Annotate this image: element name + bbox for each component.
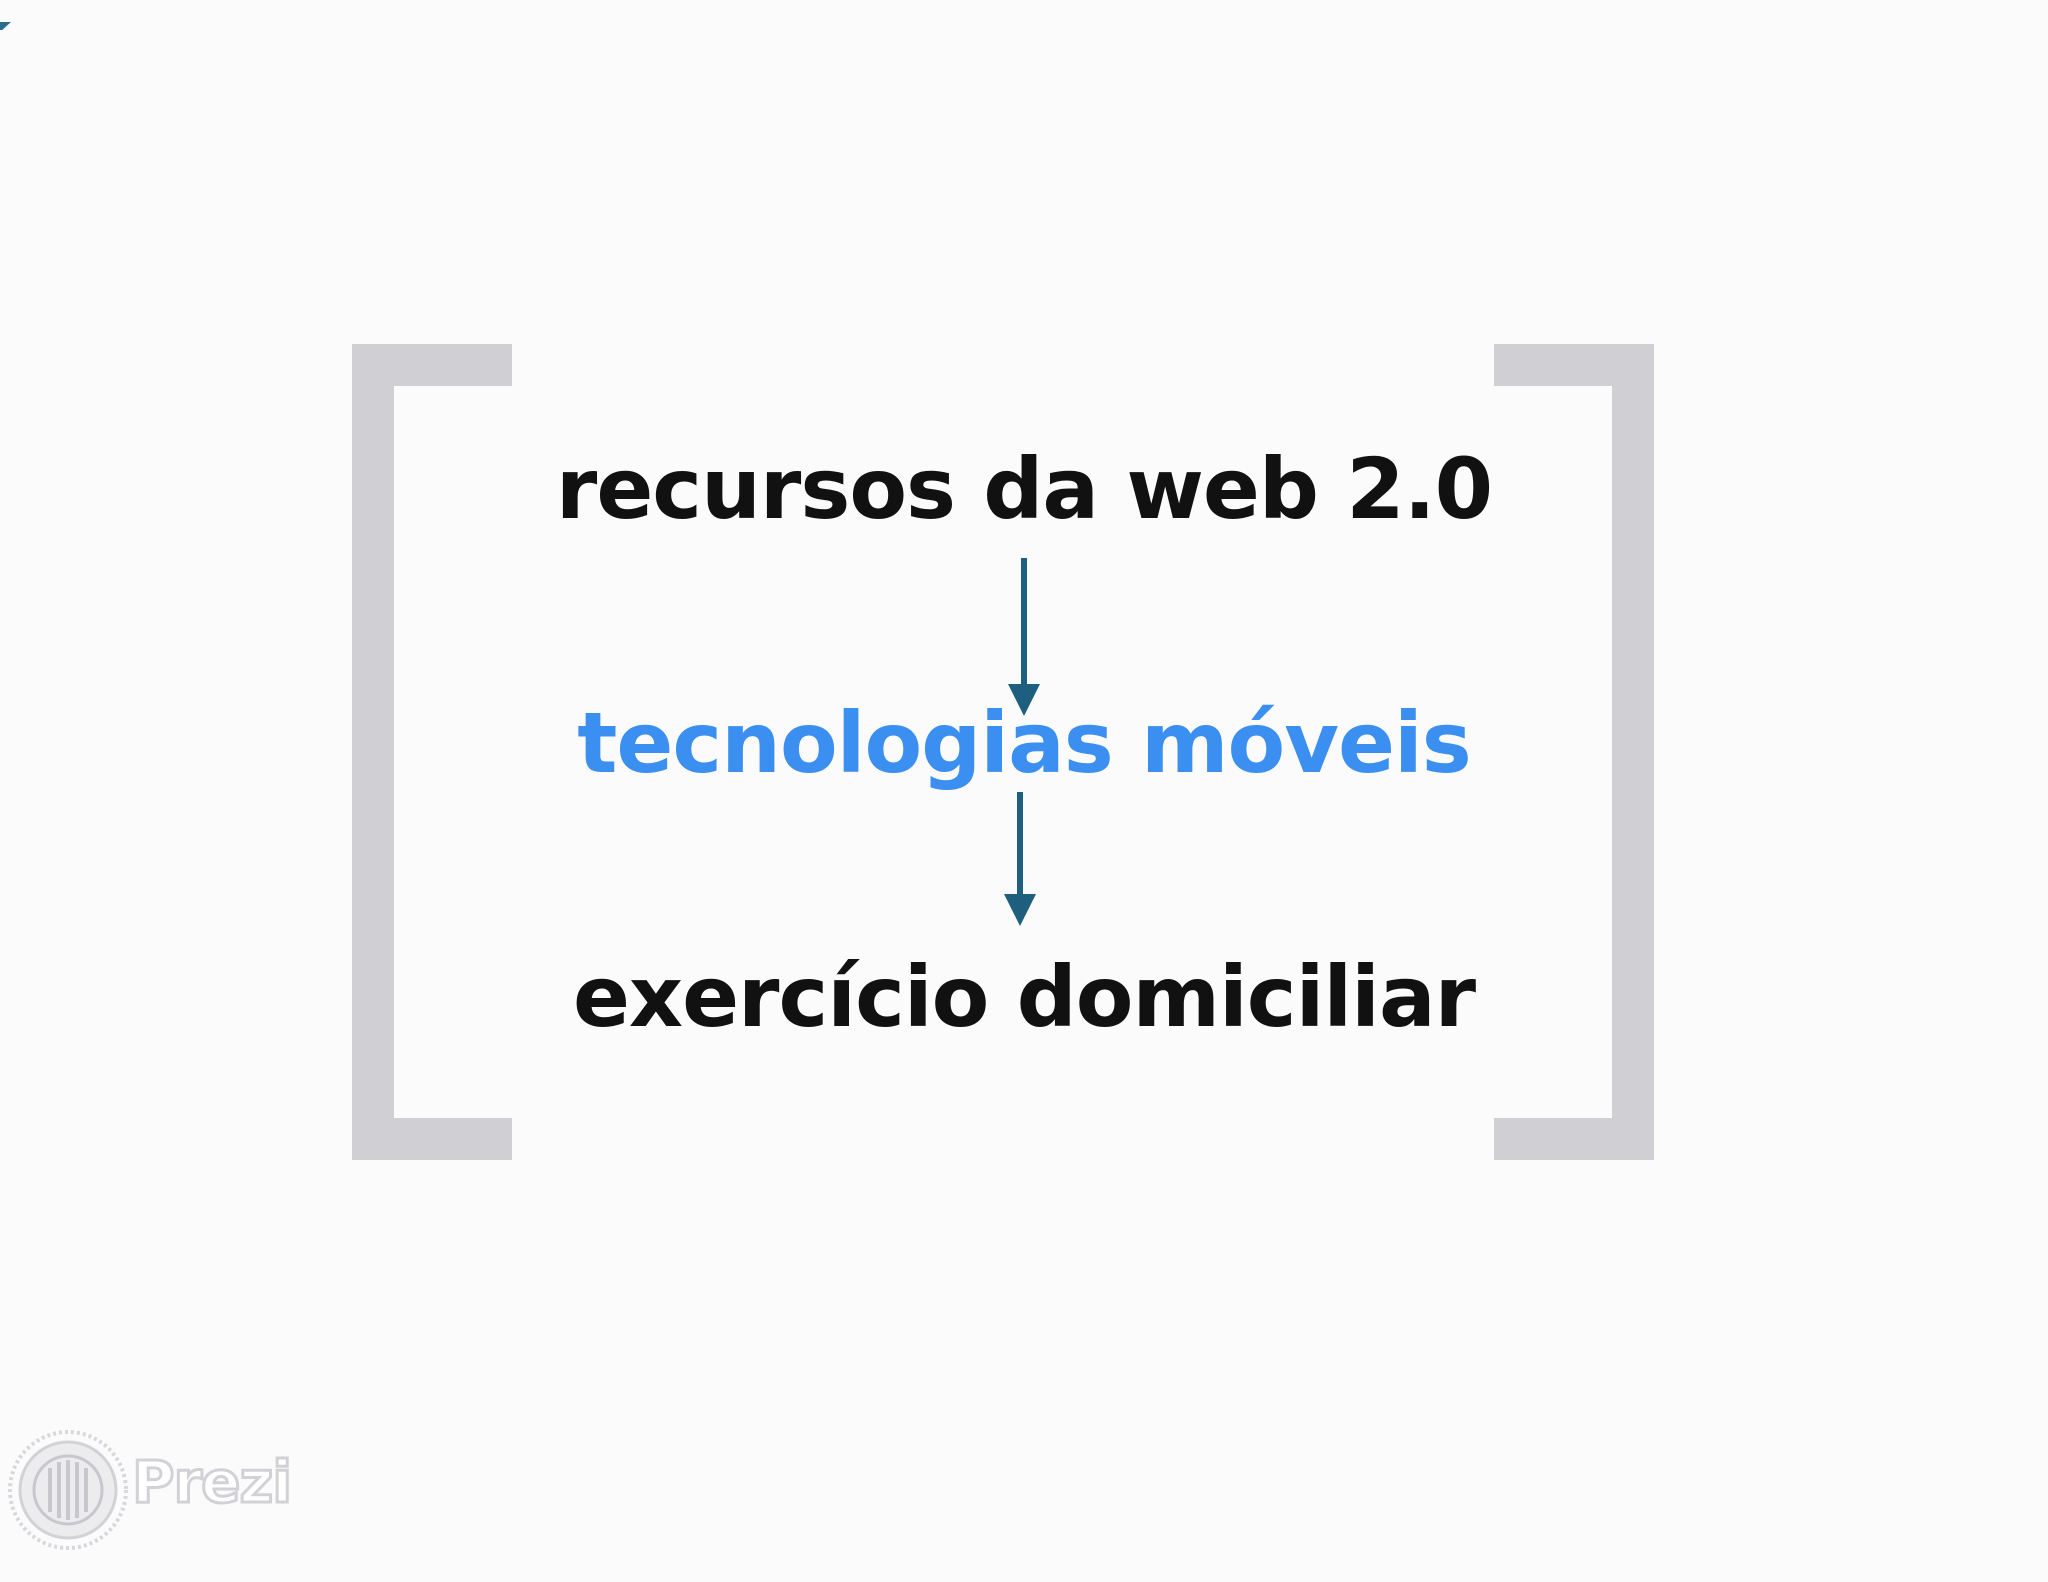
arrow-down-2 xyxy=(1004,792,1036,926)
node-home-exercise: exercício domiciliar xyxy=(572,948,1476,1046)
prezi-logo-text: Prezi xyxy=(130,1447,293,1518)
arrow-down-1 xyxy=(1008,558,1040,716)
right-bracket xyxy=(1494,344,1654,1160)
prezi-logo: Prezi xyxy=(6,1428,294,1552)
prezi-logo-icon xyxy=(8,1430,128,1550)
left-bracket xyxy=(352,344,512,1160)
node-web-resources: recursos da web 2.0 xyxy=(555,440,1493,538)
node-mobile-technologies: tecnologias móveis xyxy=(577,694,1472,792)
corner-marker-icon xyxy=(0,22,11,30)
